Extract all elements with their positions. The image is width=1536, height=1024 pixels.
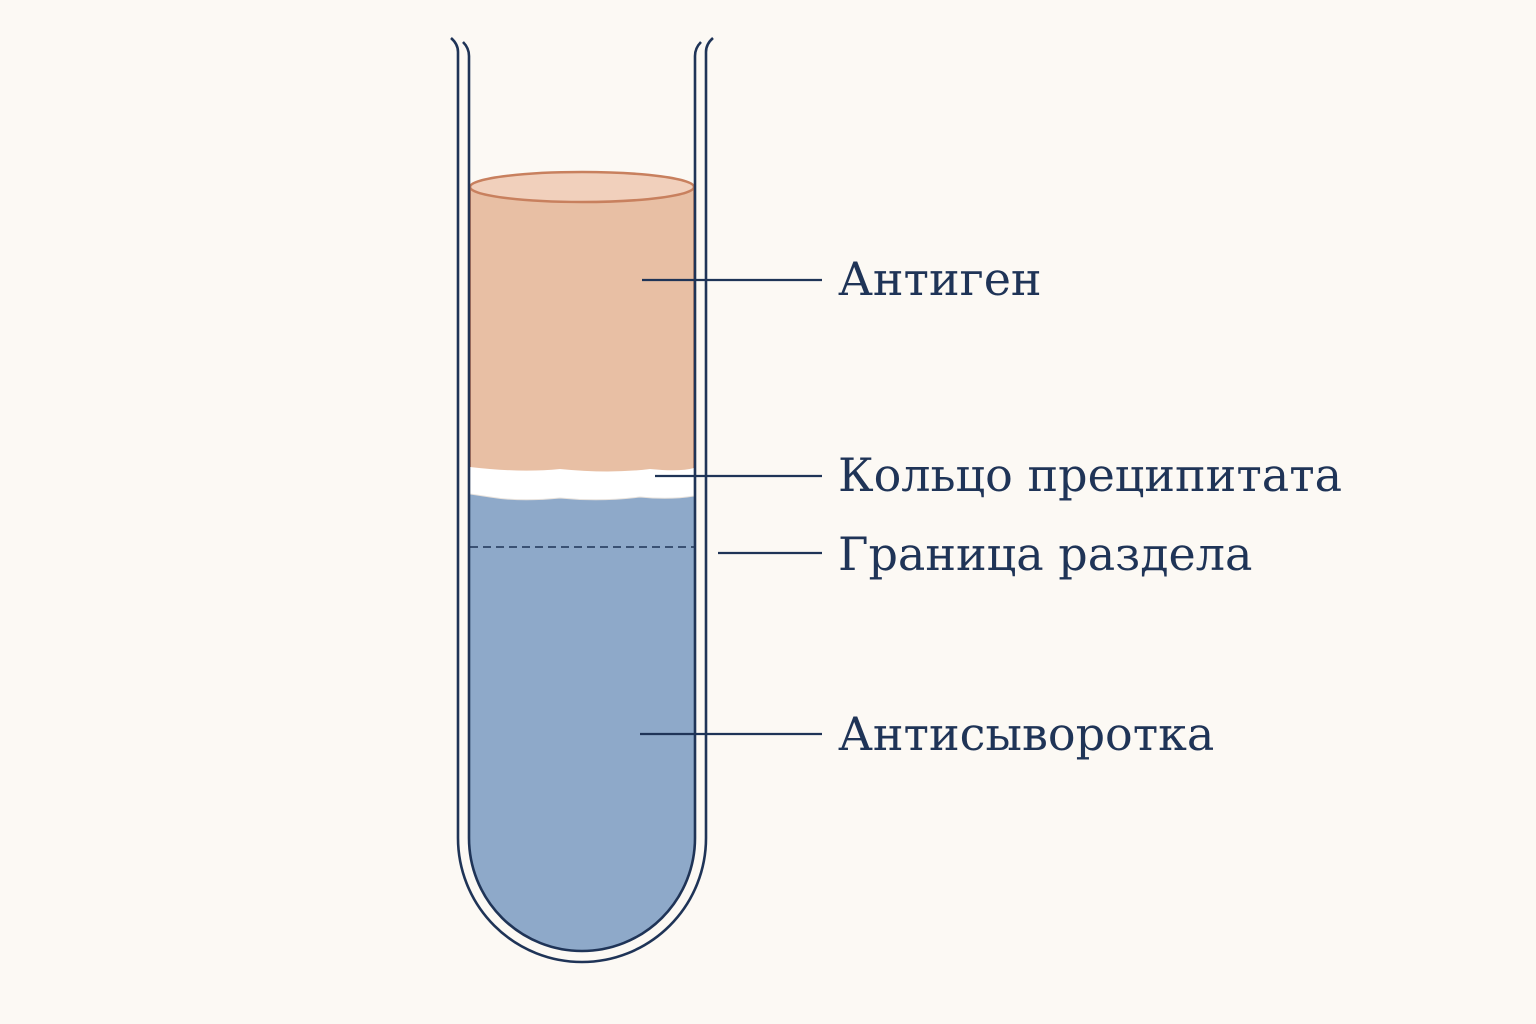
antiserum-layer — [469, 490, 694, 951]
precipitate-ring-label: Кольцо преципитата — [838, 448, 1343, 502]
test-tube-outer-wall — [450, 37, 714, 964]
test-tube-inner-wall — [462, 41, 702, 953]
antigen-label: Антиген — [838, 252, 1042, 306]
antigen-top-surface — [468, 170, 696, 204]
interface-label: Граница раздела — [838, 527, 1253, 581]
antigen-layer — [470, 187, 694, 472]
antiserum-label: Антисыворотка — [838, 707, 1215, 761]
